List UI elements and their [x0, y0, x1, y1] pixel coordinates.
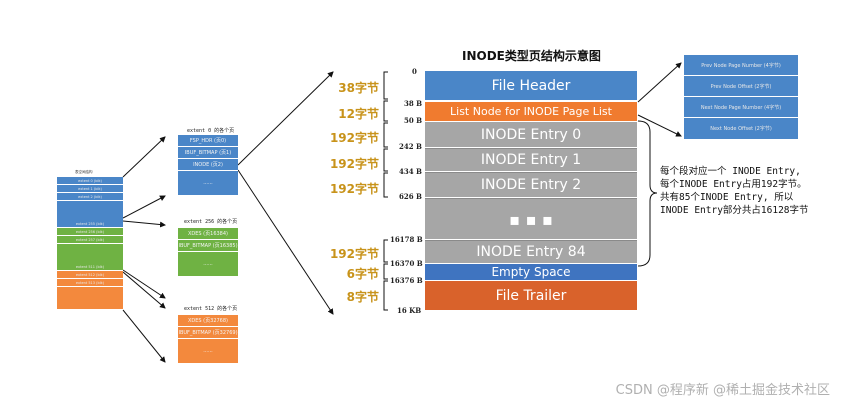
inode-entry-0: INODE Entry 0 [425, 122, 637, 147]
extent256-row: ...... [178, 252, 238, 276]
file-trailer: File Trailer [425, 281, 637, 310]
arrow-extent0-top [122, 136, 166, 178]
size-label: 192字节 [329, 182, 379, 196]
extent512-title: extent 512 的各个页 [184, 306, 238, 312]
stack-item: extent 257 (blk) [57, 236, 123, 244]
stack-fill [57, 244, 123, 264]
size-label: 192字节 [329, 131, 379, 145]
extent256-row: IBUF_BITMAP (页16385) [178, 240, 238, 252]
annotation-line: 共有85个INODE Entry, 所以 [660, 192, 794, 203]
stack-item: extent 0 (blk) [57, 177, 123, 185]
arrow-inode-bottom [237, 169, 334, 315]
size-label: 192字节 [329, 157, 379, 171]
list-node-field: Prev Node Page Number (4字节) [684, 55, 798, 76]
extent0-row: IBUF_BITMAP (页1) [178, 147, 238, 159]
extent512-row: XDES (页32768) [178, 315, 238, 327]
file-header: File Header [425, 71, 637, 100]
watermark: CSDN @程序新 @稀土掘金技术社区 [615, 383, 830, 398]
stack-item: extent 255 (blk) [57, 221, 123, 228]
inode-entry-2: INODE Entry 2 [425, 172, 637, 197]
offset-label: 434 B [399, 167, 422, 176]
offset-label: 626 B [399, 192, 422, 201]
offset-label: 16370 B [390, 259, 423, 268]
entries-annotation: 每个段对应一个 INODE Entry, 每个INODE Entry占用192字… [660, 165, 809, 217]
size-label: 12字节 [338, 107, 379, 121]
annotation-line: 每个INODE Entry占用192字节。 [660, 179, 807, 190]
arrow-listnode-bottom [637, 114, 682, 137]
extent512-row: ...... [178, 339, 238, 363]
list-node-detail: Prev Node Page Number (4字节) Prev Node Of… [684, 55, 798, 139]
arrow-inode-top [237, 71, 334, 166]
empty-space: Empty Space [425, 264, 637, 280]
list-node: List Node for INODE Page List [425, 102, 637, 121]
size-label: 192字节 [329, 247, 379, 261]
offset-label: 16376 B [390, 276, 423, 285]
size-label: 8字节 [346, 290, 379, 304]
offset-label: 38 B [404, 99, 423, 108]
stack-fill [57, 287, 123, 309]
inode-entry-84: INODE Entry 84 [425, 240, 637, 263]
extent512-box: XDES (页32768) IBUF_BITMAP (页32769) .....… [178, 315, 238, 363]
offset-label: 0 [412, 67, 417, 76]
arrow-extent512-top [122, 271, 166, 309]
arrow-extent0-bottom [122, 195, 166, 219]
arrow-extent512-bottom [122, 309, 166, 363]
extent0-row: FSP_HDR (页0) [178, 135, 238, 147]
arrow-listnode-top [637, 62, 682, 103]
extent256-box: XDES (页16384) IBUF_BITMAP (页16385) .....… [178, 228, 238, 276]
offset-label: 242 B [399, 142, 422, 151]
size-label: 38字节 [338, 81, 379, 95]
annotation-line: INODE Entry部分共占16128字节 [660, 205, 809, 216]
inode-entry-1: INODE Entry 1 [425, 148, 637, 171]
stack-item: extent 513 (blk) [57, 279, 123, 287]
stack-item: extent 2 (blk) [57, 193, 123, 201]
extent0-box: FSP_HDR (页0) IBUF_BITMAP (页1) INODE (页2)… [178, 135, 238, 195]
list-node-field: Prev Node Offset (2字节) [684, 76, 798, 97]
stack-item: extent 511 (blk) [57, 264, 123, 271]
size-label: 6字节 [346, 267, 379, 281]
extent256-row: XDES (页16384) [178, 228, 238, 240]
extent512-row: IBUF_BITMAP (页32769) [178, 327, 238, 339]
stack-fill [57, 201, 123, 221]
offset-label: 16 KB [397, 306, 422, 315]
arrow-extent256-bottom [122, 269, 166, 299]
stack-item: extent 512 (blk) [57, 271, 123, 279]
extent256-title: extent 256 的各个页 [184, 219, 238, 225]
extent0-row: ...... [178, 171, 238, 195]
stack-item: extent 256 (blk) [57, 228, 123, 236]
tablespace-stack: extent 0 (blk) extent 1 (blk) extent 2 (… [57, 177, 123, 309]
list-node-field: Next Node Offset (2字节) [684, 118, 798, 139]
extent0-row-inode: INODE (页2) [178, 159, 238, 171]
extent0-title: extent 0 的各个页 [187, 128, 235, 134]
diagram-title: INODE类型页结构示意图 [462, 49, 601, 63]
arrow-extent256-top [122, 220, 166, 228]
list-node-field: Next Node Page Number (4字节) [684, 97, 798, 118]
offset-label: 50 B [404, 116, 423, 125]
entries-ellipsis: ▪ ▪ ▪ [425, 198, 637, 239]
tablespace-title: 表空间结构 [75, 170, 93, 174]
size-brackets [383, 71, 388, 311]
offset-label: 16178 B [390, 235, 423, 244]
annotation-line: 每个段对应一个 INODE Entry, [660, 166, 801, 177]
stack-item: extent 1 (blk) [57, 185, 123, 193]
entries-bracket [637, 120, 658, 267]
